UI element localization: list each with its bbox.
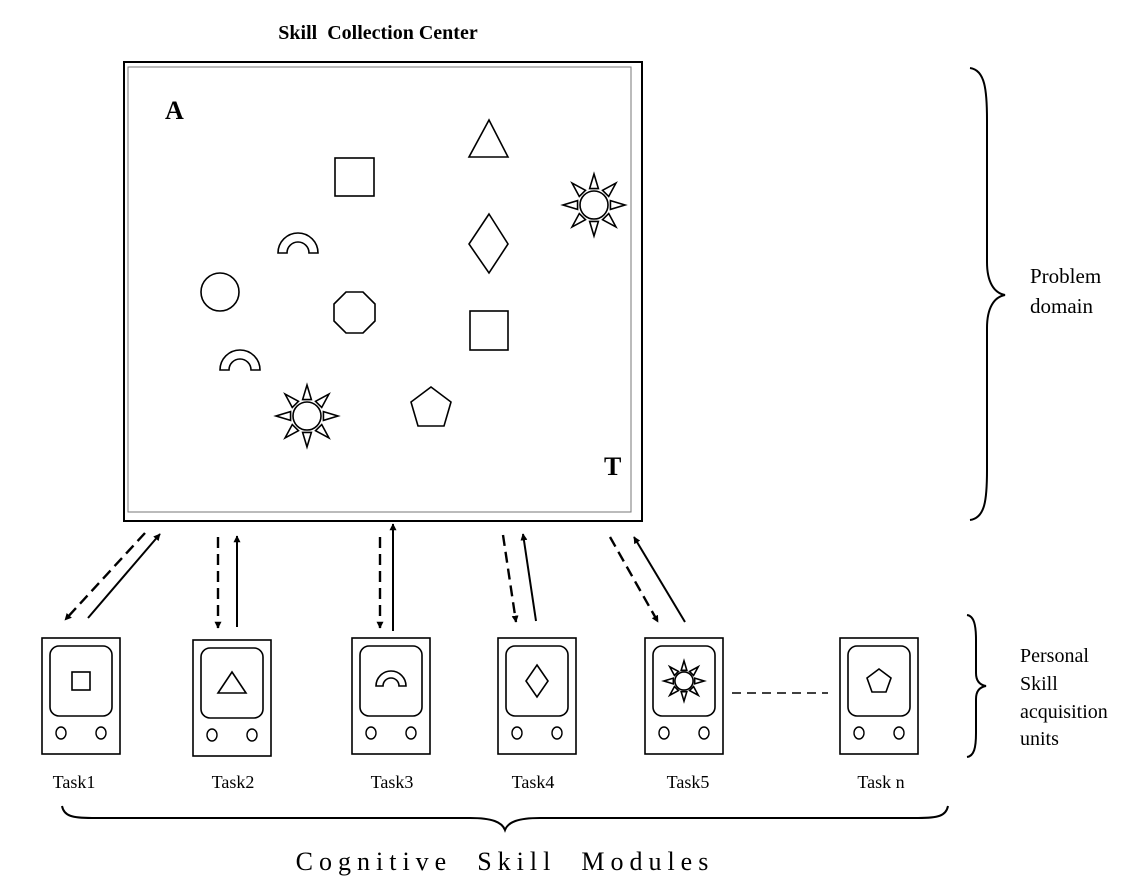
- square-icon: [71, 671, 91, 691]
- device-button: [55, 726, 67, 740]
- task-devices: Task1 Task2 Task3 Task4 Task5 Task n: [41, 637, 919, 792]
- task-label: Task1: [53, 772, 96, 792]
- task-label: Task n: [857, 772, 904, 792]
- task-device-3: Task3: [351, 637, 431, 792]
- device-button: [853, 726, 865, 740]
- device-button: [551, 726, 563, 740]
- exchange-arrows: [64, 523, 686, 631]
- domain-half-ring-icon: [219, 349, 261, 371]
- bottom-brace: [61, 805, 949, 833]
- domain-half-ring-icon: [277, 232, 319, 254]
- sun-icon: [661, 658, 707, 704]
- device-button: [658, 726, 670, 740]
- domain-sun-icon: [273, 382, 341, 450]
- task-device-2: Task2: [192, 639, 272, 792]
- device-button: [365, 726, 377, 740]
- half-ring-icon: [375, 670, 407, 687]
- domain-sun-icon: [560, 171, 628, 239]
- device-button: [95, 726, 107, 740]
- personal-units-brace: [966, 614, 987, 758]
- device-button: [246, 728, 258, 742]
- device-button: [698, 726, 710, 740]
- device-button: [511, 726, 523, 740]
- device-button: [405, 726, 417, 740]
- problem-domain-label: Problem domain: [1030, 264, 1106, 318]
- personal-units-label: Personal Skill acquisition units: [1020, 645, 1113, 750]
- domain-triangle-icon: [467, 118, 510, 158]
- task-device-5: Task5: [644, 637, 724, 792]
- domain-square-icon: [334, 157, 375, 197]
- task-label: Task2: [212, 772, 255, 792]
- pentagon-icon: [866, 668, 892, 693]
- domain-circle-icon: [200, 272, 240, 312]
- bottom-label: Cognitive Skill Modules: [296, 847, 715, 876]
- task-device-6: Task n: [839, 637, 919, 792]
- diamond-icon: [525, 663, 549, 699]
- task-label: Task4: [512, 772, 555, 792]
- task-label: Task3: [371, 772, 414, 792]
- device-button: [893, 726, 905, 740]
- task-device-4: Task4: [497, 637, 577, 792]
- corner-label-t: T: [604, 452, 621, 481]
- domain-pentagon-icon: [410, 386, 452, 427]
- triangle-icon: [216, 670, 248, 694]
- device-screen: [359, 645, 423, 717]
- task-label: Task5: [667, 772, 710, 792]
- problem-domain-brace: [969, 67, 1006, 521]
- domain-octagon-icon: [333, 291, 376, 334]
- domain-diamond-icon: [468, 212, 509, 275]
- task-device-1: Task1: [41, 637, 121, 792]
- device-button: [206, 728, 218, 742]
- domain-square-icon: [469, 310, 509, 351]
- corner-label-a: A: [165, 96, 184, 125]
- center-title: Skill Collection Center: [278, 22, 478, 44]
